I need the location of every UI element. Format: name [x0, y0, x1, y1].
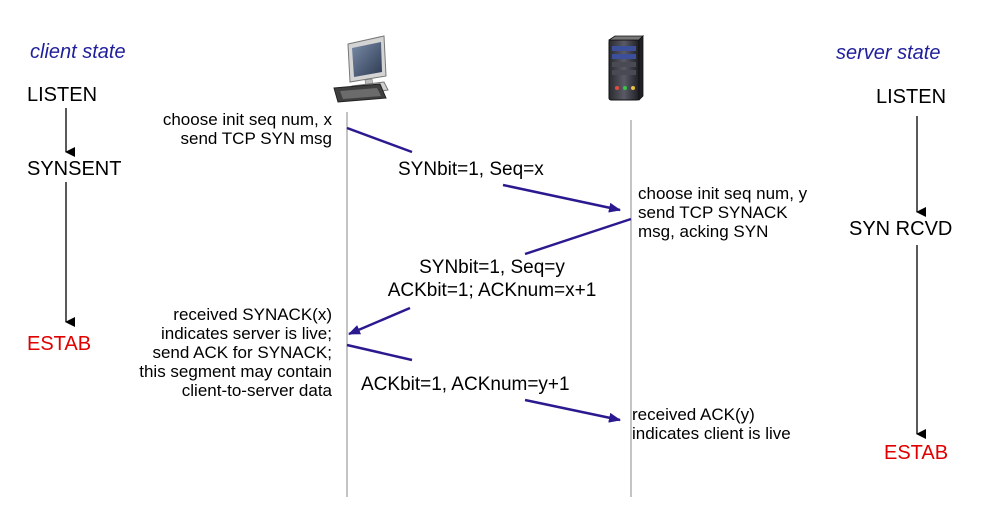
- ack-arrow-part1: [346, 343, 413, 362]
- client-state-estab: ESTAB: [27, 333, 92, 355]
- client-note-synack-line: send ACK for SYNACK;: [152, 343, 332, 362]
- client-note-syn-line: send TCP SYN msg: [180, 129, 333, 148]
- client-note-synack-line: indicates server is live;: [160, 324, 332, 343]
- server-note-synack: choose init seq num, y send TCP SYNACK m…: [638, 184, 807, 241]
- syn-message-label: SYNbit=1, Seq=x: [398, 159, 544, 180]
- server-state-estab: ESTAB: [884, 442, 949, 464]
- ack-arrow-part2: [524, 398, 621, 423]
- client-note-synack-line: received SYNACK(x): [173, 305, 332, 324]
- server-note-synack-line: msg, acking SYN: [638, 222, 769, 241]
- client-note-syn: choose init seq num, x send TCP SYN msg: [163, 110, 332, 148]
- synack-message-line: SYNbit=1, Seq=y: [419, 257, 565, 278]
- desktop-computer-icon: [333, 35, 389, 103]
- client-state-listen: LISTEN: [27, 84, 98, 106]
- client-note-synack-line: this segment may contain: [139, 362, 332, 381]
- server-note-ack-line: received ACK(y): [632, 405, 755, 424]
- server-note-synack-line: choose init seq num, y: [638, 184, 808, 203]
- server-state-synrcvd: SYN RCVD: [849, 218, 953, 240]
- server-note-ack-received: received ACK(y) indicates client is live: [632, 405, 791, 443]
- synack-arrow-part2: [348, 306, 411, 336]
- synack-message-label: SYNbit=1, Seq=y ACKbit=1; ACKnum=x+1: [372, 256, 612, 302]
- server-state-header: server state: [836, 42, 941, 64]
- server-note-synack-line: send TCP SYNACK: [638, 203, 788, 222]
- server-state-listen: LISTEN: [876, 86, 947, 108]
- synack-message-line: ACKbit=1; ACKnum=x+1: [387, 280, 597, 301]
- syn-arrow-part2: [502, 183, 621, 213]
- ack-message-label: ACKbit=1, ACKnum=y+1: [361, 374, 570, 395]
- synack-arrow-part1: [524, 217, 632, 256]
- client-note-synack-received: received SYNACK(x) indicates server is l…: [139, 305, 332, 400]
- client-state-header: client state: [30, 41, 126, 63]
- server-note-ack-line: indicates client is live: [632, 424, 791, 443]
- client-note-syn-line: choose init seq num, x: [162, 110, 332, 129]
- client-state-synsent: SYNSENT: [27, 158, 122, 180]
- server-tower-icon: [607, 35, 644, 101]
- syn-arrow-part1: [346, 126, 413, 154]
- client-note-synack-line: client-to-server data: [181, 381, 332, 400]
